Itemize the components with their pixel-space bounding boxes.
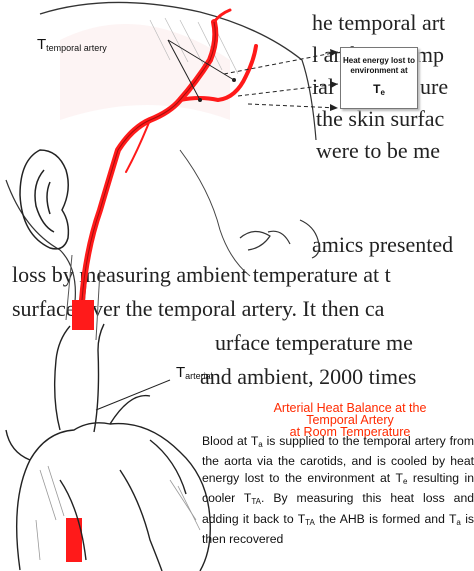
description-text: Blood at Ta is supplied to the temporal … (202, 433, 474, 547)
heart-icon (5, 323, 211, 571)
desc-sub-5: a (456, 517, 461, 527)
prose-line-7: loss by measuring ambient temperature at… (12, 262, 391, 287)
title-line-3: at Room Temperature (289, 425, 411, 439)
prose-line-3b: ure (420, 74, 449, 99)
label-temporal-artery: Ttemporal artery (37, 36, 107, 54)
title-line-2: Temporal Artery (306, 413, 394, 427)
desc-part-3: resulting in cooler T (202, 470, 474, 506)
heat-energy-box: Heat energy lost to environment at Te (340, 47, 418, 109)
desc-sub-1: a (258, 440, 263, 449)
desc-part-2: is supplied to the temporal artery from … (202, 434, 474, 485)
label-temporal-artery-main: T (37, 36, 47, 53)
heart-shading (35, 465, 201, 561)
ear-icon (19, 149, 70, 250)
background-wash (60, 24, 230, 120)
title-line-1: Arterial Heat Balance at the (273, 401, 427, 415)
desc-part-1: Blood at T (202, 434, 259, 448)
heat-box-symbol: T (373, 82, 381, 96)
prose-line-8: surface over the temporal artery. It the… (12, 296, 385, 321)
label-arterial-sub: arterial (185, 371, 213, 381)
arrow-heads (330, 49, 338, 111)
desc-sub-4: TA (305, 517, 315, 527)
temple-outline (301, 59, 317, 141)
temporal-pointer-lines (167, 39, 235, 101)
heat-loss-arrows (223, 51, 339, 109)
heat-box-line1: Heat energy lost to (342, 56, 415, 65)
heat-box-symbol-sub: e (380, 88, 385, 97)
heat-box-line2: environment at (350, 66, 408, 75)
prose-line-10: and ambient, 2000 times (200, 364, 417, 389)
prose-line-3: ial (312, 74, 334, 99)
prose-line-4: the skin surfac (316, 106, 445, 131)
carotid-upper (72, 300, 94, 330)
jaw-outline (179, 149, 251, 277)
pointer-dot-2 (232, 78, 236, 82)
prose-line-5: were to be me (316, 138, 440, 163)
cheek-outline (299, 219, 320, 259)
desc-part-4: . By measuring this heat loss and adding… (202, 491, 474, 526)
desc-part-6: is then recovered (202, 511, 474, 547)
label-temporal-artery-sub: temporal artery (46, 43, 107, 53)
artery-outline (81, 21, 216, 301)
arterial-pointer-line (95, 379, 171, 411)
prose-line-1: he temporal art (312, 10, 446, 35)
head-outline-icon (39, 1, 303, 61)
desc-part-5: the AHB is formed and T (314, 511, 457, 526)
desc-sub-2: e (402, 476, 408, 486)
face-mark (267, 230, 291, 245)
aorta-vessel (66, 518, 82, 562)
diagram-title: Arterial Heat Balance at the Temporal Ar… (250, 401, 450, 439)
desc-sub-3: TA (251, 497, 262, 507)
face-fragment (239, 230, 271, 251)
label-arterial-main: T (176, 364, 186, 381)
prose-line-6: amics presented (312, 232, 454, 257)
label-arterial: Tarterial (176, 364, 213, 382)
prose-line-9: urface temperature me (215, 330, 413, 355)
pointer-dot-1 (198, 98, 202, 102)
neck-back-outline (5, 179, 76, 311)
